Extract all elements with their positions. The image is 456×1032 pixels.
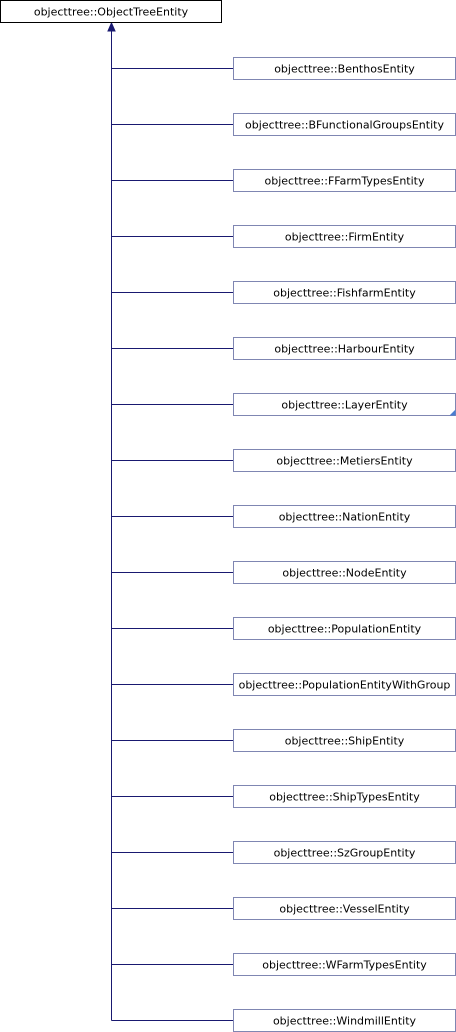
derived-class-label: objecttree::NodeEntity bbox=[282, 567, 407, 580]
derived-class-label: objecttree::FFarmTypesEntity bbox=[265, 175, 425, 188]
derived-class-label: objecttree::FishfarmEntity bbox=[273, 287, 416, 300]
derived-class-label: objecttree::NationEntity bbox=[279, 511, 411, 524]
derived-class-label: objecttree::BenthosEntity bbox=[274, 63, 415, 76]
derived-class-label: objecttree::LayerEntity bbox=[281, 399, 408, 412]
derived-class-node[interactable]: objecttree::BFunctionalGroupsEntity bbox=[233, 113, 456, 136]
derived-class-node[interactable]: objecttree::BenthosEntity bbox=[233, 57, 456, 80]
derived-class-node[interactable]: objecttree::WindmillEntity bbox=[233, 1009, 456, 1032]
derived-class-label: objecttree::PopulationEntity bbox=[268, 623, 422, 636]
derived-class-node[interactable]: objecttree::FishfarmEntity bbox=[233, 281, 456, 304]
derived-class-label: objecttree::HarbourEntity bbox=[274, 343, 415, 356]
derived-class-node[interactable]: objecttree::VesselEntity bbox=[233, 897, 456, 920]
derived-class-label: objecttree::WindmillEntity bbox=[273, 1015, 417, 1028]
derived-class-node[interactable]: objecttree::NationEntity bbox=[233, 505, 456, 528]
derived-class-node[interactable]: objecttree::MetiersEntity bbox=[233, 449, 456, 472]
derived-class-label: objecttree::BFunctionalGroupsEntity bbox=[245, 119, 444, 132]
derived-class-node[interactable]: objecttree::WFarmTypesEntity bbox=[233, 953, 456, 976]
derived-class-node[interactable]: objecttree::ShipEntity bbox=[233, 729, 456, 752]
derived-class-node[interactable]: objecttree::SzGroupEntity bbox=[233, 841, 456, 864]
derived-class-label: objecttree::ShipTypesEntity bbox=[269, 791, 420, 804]
root-class-node[interactable]: objecttree::ObjectTreeEntity bbox=[0, 0, 222, 23]
derived-class-node[interactable]: objecttree::NodeEntity bbox=[233, 561, 456, 584]
inheritance-arrowhead bbox=[107, 21, 116, 32]
root-class-box bbox=[0, 0, 222, 23]
derived-class-node[interactable]: objecttree::LayerEntity bbox=[233, 393, 456, 416]
derived-class-node[interactable]: objecttree::PopulationEntityWithGroup bbox=[233, 673, 456, 696]
has-subclasses-corner-icon bbox=[449, 409, 456, 416]
derived-class-label: objecttree::VesselEntity bbox=[279, 903, 410, 916]
derived-class-node[interactable]: objecttree::FirmEntity bbox=[233, 225, 456, 248]
derived-class-node[interactable]: objecttree::ShipTypesEntity bbox=[233, 785, 456, 808]
root-class-label: objecttree::ObjectTreeEntity bbox=[34, 6, 189, 19]
derived-class-label: objecttree::PopulationEntityWithGroup bbox=[239, 679, 451, 692]
derived-class-list: objecttree::BenthosEntityobjecttree::BFu… bbox=[233, 57, 456, 1032]
derived-class-node[interactable]: objecttree::PopulationEntity bbox=[233, 617, 456, 640]
derived-class-node[interactable]: objecttree::FFarmTypesEntity bbox=[233, 169, 456, 192]
derived-class-label: objecttree::WFarmTypesEntity bbox=[262, 959, 427, 972]
derived-class-node[interactable]: objecttree::HarbourEntity bbox=[233, 337, 456, 360]
inheritance-edges bbox=[107, 21, 234, 1021]
derived-class-label: objecttree::SzGroupEntity bbox=[274, 847, 416, 860]
derived-class-label: objecttree::FirmEntity bbox=[285, 231, 405, 244]
derived-class-label: objecttree::MetiersEntity bbox=[276, 455, 413, 468]
derived-class-label: objecttree::ShipEntity bbox=[285, 735, 405, 748]
